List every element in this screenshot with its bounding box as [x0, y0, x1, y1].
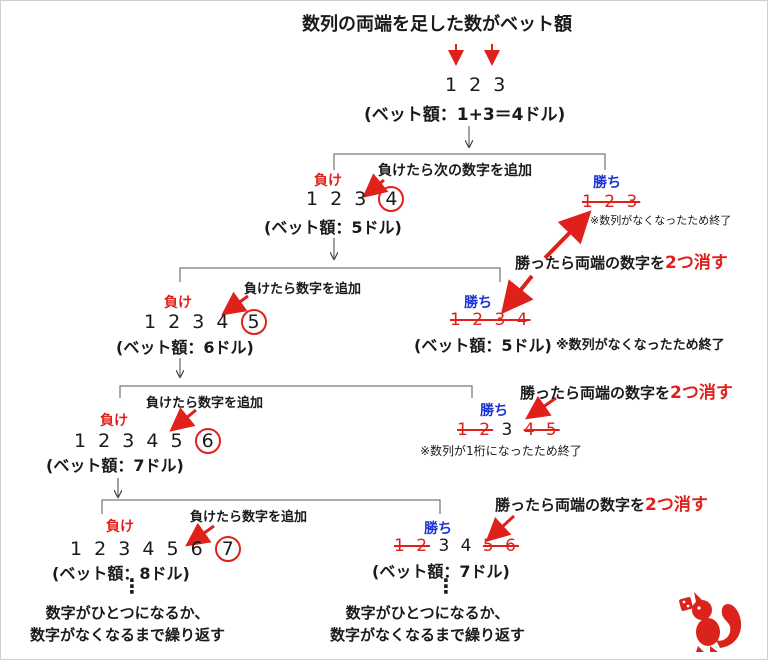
arrow-win-4 [485, 514, 516, 543]
bracket-level4 [101, 499, 441, 514]
l4-win-sequence: 1 2 3 4 5 6 [394, 536, 519, 556]
l2-win-bet: (ベット額：5ドル) [414, 336, 552, 355]
l3-added-number: 6 [194, 428, 221, 454]
l4-lose-bet: (ベット額：8ドル) [52, 564, 190, 583]
red-squirrel-icon [679, 592, 742, 652]
l2-win-rule: 勝ったら両端の数字を2つ消す [515, 248, 728, 273]
l4-lose-ellipsis: ⋮ [122, 574, 142, 598]
bracket-level1 [333, 153, 606, 170]
l3-win-rule-text: 勝ったら両端の数字を [520, 384, 671, 402]
arrow-add-7 [185, 522, 215, 547]
root-bet: (ベット額：1+3＝4ドル) [364, 105, 566, 125]
l2-lose-sequence: 1 2 3 4 5 [144, 309, 267, 335]
l2-win-rule-text: 勝ったら両端の数字を [515, 254, 666, 272]
l4-lose-note: 負けたら数字を追加 [190, 510, 308, 525]
l1-added-number: 4 [378, 186, 405, 212]
l2-win-label: 勝ち [464, 295, 492, 311]
l2-win-end-note: ※数列がなくなったため終了 [556, 338, 725, 353]
arrow-add-5 [221, 291, 249, 316]
l1-lose-label: 負け [314, 173, 342, 189]
l2-added-number: 5 [240, 309, 267, 335]
l2-lose-bet: (ベット額：6ドル) [116, 338, 254, 357]
l4-win-struck-right: 5 6 [482, 536, 519, 556]
l2-lose-seq: 1 2 3 4 [144, 311, 232, 333]
bracket-level3 [119, 385, 473, 398]
l3-lose-sequence: 1 2 3 4 5 6 [74, 428, 221, 454]
l1-win-sequence: 1 2 3 [582, 192, 641, 212]
l4-win-remaining: 3 4 [438, 536, 475, 556]
l3-win-rule-emph: 2つ消す [670, 383, 733, 403]
l2-win-sequence: 1 2 3 4 [450, 310, 531, 330]
l4-win-rule-emph: 2つ消す [645, 495, 708, 515]
l3-lose-bet: (ベット額：7ドル) [46, 456, 184, 475]
bracket-level2 [179, 267, 501, 282]
l4-win-repeat-note: 数字がひとつになるか、 数字がなくなるまで繰り返す [330, 604, 526, 644]
diagram-title: 数列の両端を足した数がベット額 [302, 14, 572, 35]
l4-win-rule: 勝ったら両端の数字を2つ消す [495, 490, 708, 515]
l4-win-label: 勝ち [424, 521, 452, 537]
l2-lose-note: 負けたら数字を追加 [244, 282, 362, 297]
l1-win-label: 勝ち [593, 175, 621, 191]
l1-lose-sequence: 1 2 3 4 [306, 186, 405, 212]
l1-lose-seq: 1 2 3 [306, 188, 370, 210]
l1-win-end-note: ※数列がなくなったため終了 [590, 214, 732, 227]
l3-win-remaining: 3 [501, 420, 516, 440]
l4-lose-label: 負け [106, 519, 134, 535]
l4-win-ellipsis: ⋮ [436, 574, 456, 598]
arrow-win-1 [543, 210, 592, 260]
root-sequence: 1 2 3 [445, 74, 509, 96]
l2-win-rule-emph: 2つ消す [665, 253, 728, 273]
l2-lose-label: 負け [164, 295, 192, 311]
l4-lose-sequence: 1 2 3 4 5 6 7 [70, 536, 241, 562]
l3-lose-note: 負けたら数字を追加 [146, 396, 264, 411]
l4-added-number: 7 [214, 536, 241, 562]
arrow-add-6 [169, 407, 197, 432]
l3-win-struck-left: 1 2 [457, 420, 494, 440]
l4-win-rule-text: 勝ったら両端の数字を [495, 496, 646, 514]
l4-lose-repeat-note: 数字がひとつになるか、 数字がなくなるまで繰り返す [30, 604, 226, 644]
l3-lose-label: 負け [100, 413, 128, 429]
l3-lose-seq: 1 2 3 4 5 [74, 430, 186, 452]
l3-win-label: 勝ち [480, 403, 508, 419]
l4-win-struck-left: 1 2 [394, 536, 431, 556]
l4-win-bet: (ベット額：7ドル) [372, 562, 510, 581]
l3-win-struck-right: 4 5 [523, 420, 560, 440]
l3-win-end-note: ※数列が1桁になったため終了 [420, 444, 582, 458]
arrow-add-4 [362, 173, 389, 198]
l3-win-sequence: 1 2 3 4 5 [457, 420, 560, 440]
l3-win-rule: 勝ったら両端の数字を2つ消す [520, 378, 733, 403]
arrow-win-3 [525, 395, 557, 420]
l1-lose-bet: (ベット額：5ドル) [264, 218, 402, 237]
l4-lose-seq: 1 2 3 4 5 6 [70, 538, 206, 560]
l1-lose-note: 負けたら次の数字を追加 [378, 163, 532, 179]
arrow-win-2 [500, 274, 534, 315]
